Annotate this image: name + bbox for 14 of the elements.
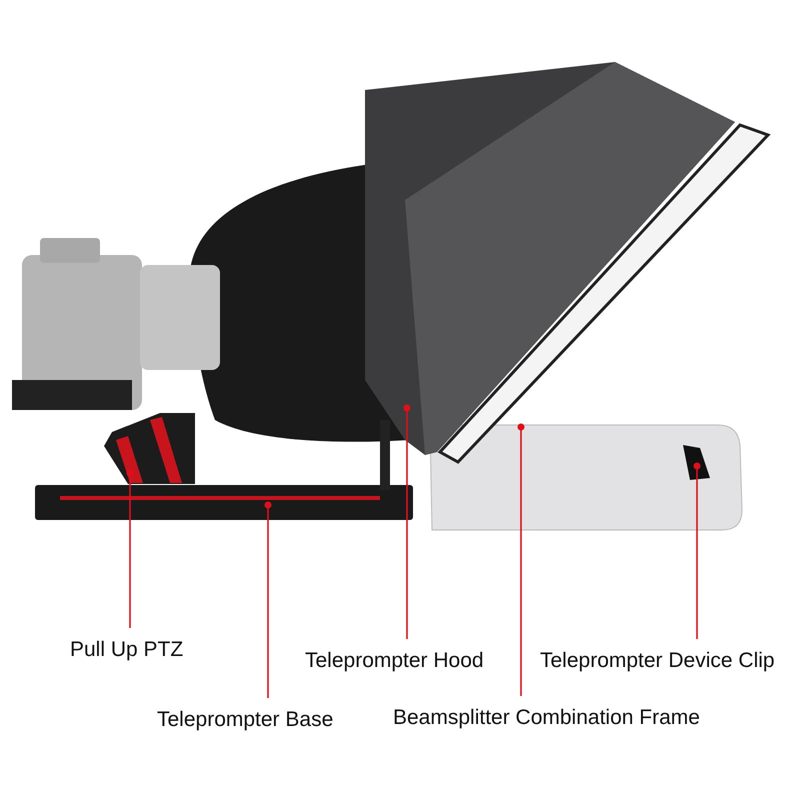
leader-line xyxy=(518,424,524,696)
callout-label: Teleprompter Hood xyxy=(305,649,484,673)
leader-line xyxy=(126,470,134,628)
leader-line xyxy=(404,404,410,639)
beamsplitter-frame xyxy=(438,123,771,464)
ptz-bracket xyxy=(104,413,195,484)
leader-line xyxy=(694,462,700,639)
callout-label: Pull Up PTZ xyxy=(70,638,184,662)
device-clip xyxy=(683,445,710,480)
callout-label: Beamsplitter Combination Frame xyxy=(393,706,700,730)
callout-label: Teleprompter Base xyxy=(157,708,334,732)
callout-label: Teleprompter Device Clip xyxy=(540,649,775,673)
base-rail xyxy=(35,485,413,520)
leader-line xyxy=(264,502,272,698)
